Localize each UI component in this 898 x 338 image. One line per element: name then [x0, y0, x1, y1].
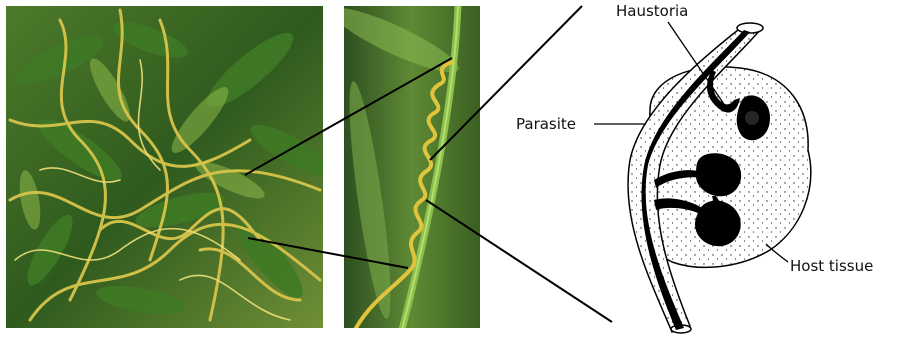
cross-section-drawing: [628, 23, 811, 333]
parasite-label: Parasite: [516, 117, 576, 132]
host-tissue-leader: [766, 244, 788, 262]
haustoria-label: Haustoria: [616, 4, 688, 19]
host-tissue-label: Host tissue: [790, 259, 873, 274]
photo-dodder-foliage: [6, 6, 335, 328]
photo-coiling-stem: [326, 0, 480, 330]
